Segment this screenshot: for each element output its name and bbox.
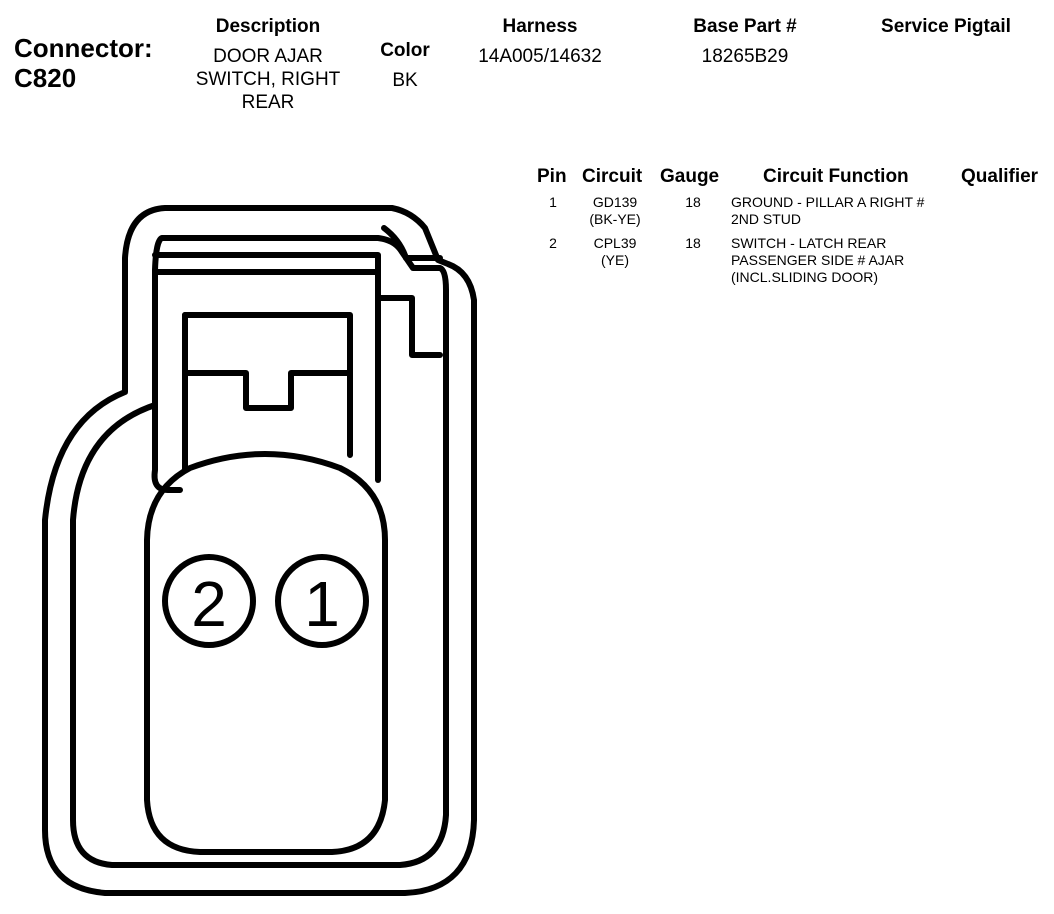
pin-cavity-body (144, 451, 388, 855)
pin-1-circle (275, 554, 369, 648)
col-header-pin: Pin (537, 166, 567, 187)
row-2-circuit-id: CPL39 (593, 235, 637, 251)
connector-id: C820 (14, 63, 77, 93)
col-header-gauge: Gauge (660, 166, 720, 187)
col-header-qualifier: Qualifier (961, 166, 1039, 187)
row-1-gauge: 18 (685, 194, 701, 210)
harness-value: 14A005/14632 (478, 46, 602, 67)
terminal-window-bar (182, 370, 353, 411)
base-part-value: 18265B29 (701, 46, 789, 67)
base-part-header: Base Part # (693, 16, 797, 37)
row-1-function: GROUND - PILLAR A RIGHT # 2ND STUD (731, 194, 924, 228)
pin-1-label: 1 (304, 568, 340, 640)
description-header: Description (215, 16, 321, 37)
row-1-function-line: 2ND STUD (731, 211, 802, 227)
terminal-window (182, 312, 353, 458)
latch-outline (152, 252, 443, 358)
pin-2-circle (162, 554, 256, 648)
row-2-function: SWITCH - LATCH REAR PASSENGER SIDE # AJA… (731, 235, 904, 286)
color-header: Color (380, 40, 430, 61)
col-header-circuit-function: Circuit Function (763, 166, 909, 187)
connector-outer-housing (42, 205, 477, 896)
row-2-function-line: SWITCH - LATCH REAR (731, 235, 887, 251)
description-line: DOOR AJAR (213, 46, 323, 67)
connector-label: Connector: (14, 33, 153, 63)
row-2-circuit-color: (YE) (601, 252, 629, 268)
row-1-function-line: GROUND - PILLAR A RIGHT # (731, 194, 925, 210)
description-value: DOOR AJAR SWITCH, RIGHT REAR (183, 45, 353, 114)
connector-title: Connector: C820 (14, 33, 153, 93)
connector-inner-housing (70, 235, 449, 868)
harness-header: Harness (502, 16, 578, 37)
color-value: BK (392, 70, 418, 91)
row-1-pin: 1 (549, 194, 557, 210)
row-1-circuit-color: (BK-YE) (589, 211, 641, 227)
latch-channel (381, 225, 443, 261)
row-2-function-line: PASSENGER SIDE # AJAR (731, 252, 905, 268)
pin-2-label: 2 (191, 568, 227, 640)
row-2-pin: 2 (549, 235, 557, 251)
row-1-circuit-id: GD139 (592, 194, 638, 210)
description-line: SWITCH, RIGHT (195, 69, 341, 90)
row-2-circuit: CPL39 (YE) (580, 235, 650, 269)
col-header-circuit: Circuit (582, 166, 643, 187)
row-2-gauge: 18 (685, 235, 701, 251)
row-2-function-line: (INCL.SLIDING DOOR) (731, 269, 879, 285)
description-line: REAR (241, 92, 295, 113)
left-nub (151, 402, 183, 493)
row-1-circuit: GD139 (BK-YE) (580, 194, 650, 228)
service-pigtail-header: Service Pigtail (881, 16, 1011, 37)
